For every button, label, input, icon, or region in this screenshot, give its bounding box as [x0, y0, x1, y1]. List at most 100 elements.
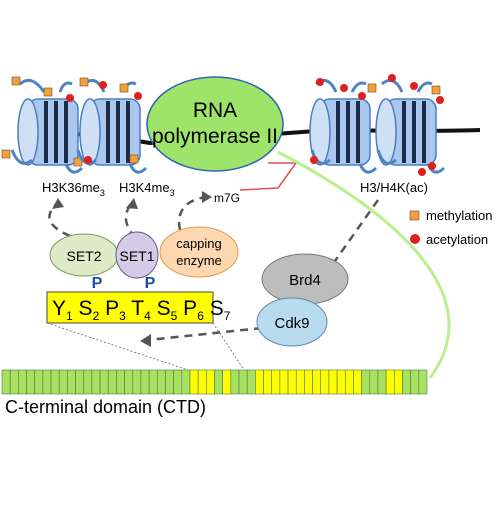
ctd-repeat-segment [295, 369, 305, 395]
brd4-label: Brd4 [289, 272, 321, 289]
acetylation-mark [99, 81, 107, 89]
heptad-repeat-box [46, 291, 214, 324]
ctd-repeat-segment [328, 369, 338, 395]
phospho-ser5-label: P [145, 275, 156, 292]
ctd-repeat-segment [75, 369, 85, 395]
ctd-repeat-segment [263, 369, 273, 395]
ctd-repeat-segment [181, 369, 191, 395]
ctd-repeat-segment [1, 369, 11, 395]
acetylation-mark [84, 156, 92, 164]
ctd-repeat-segment [255, 369, 264, 395]
rnap-label-line2: polymerase II [152, 125, 278, 148]
ctd-repeat-segment [116, 369, 125, 395]
ctd-repeat-segment [385, 369, 395, 395]
nucleosome-3 [309, 78, 378, 174]
ctd-repeat-segment [312, 369, 322, 395]
set2-label: SET2 [66, 248, 101, 264]
acetylation-mark [358, 92, 366, 100]
ctd-repeat-segment [34, 369, 44, 395]
legend-acetylation-swatch [410, 234, 420, 244]
ctd-repeat-segment [206, 369, 215, 395]
methylation-mark [43, 87, 53, 97]
ctd-repeat-segment [230, 369, 240, 395]
ctd-repeat-segment [402, 369, 411, 395]
rna-polymerase-ii [146, 76, 284, 172]
ctd-repeat-segment [148, 369, 158, 395]
acetylation-mark [428, 162, 436, 170]
ctd-repeat-segment [344, 369, 354, 395]
ctd-repeat-segment [377, 369, 387, 395]
ctd-repeat-segment [336, 369, 346, 395]
ctd-repeat-segment [107, 369, 117, 395]
rna-transcript [239, 162, 298, 191]
nucleosome-2 [76, 78, 148, 174]
ctd-repeat-segment [394, 369, 403, 395]
ctd-repeat-segment [369, 369, 379, 395]
ctd-repeat-segment [83, 369, 93, 395]
methylation-mark [129, 154, 139, 164]
ctd-repeat-segment [353, 369, 362, 395]
legend-methylation-label: methylation [426, 208, 492, 223]
ctd-repeat-segment [238, 369, 248, 395]
ctd-repeat-segment [124, 369, 134, 395]
cdk9-protein [256, 297, 328, 347]
acetylation-mark [388, 74, 396, 82]
ctd-repeat-segment [222, 369, 232, 395]
ctd-repeat-segment [214, 369, 223, 395]
ctd-repeat-segment [189, 369, 199, 395]
ctd-repeat-segment [18, 369, 27, 395]
ctd-repeat-segment [58, 369, 68, 395]
ctd-repeat-segment [246, 369, 256, 395]
methylation-mark [119, 83, 129, 93]
ctd-repeat-segment [173, 369, 183, 395]
ctd-repeat-segment [140, 369, 150, 395]
h3k4me3-label: H3K4me3 [119, 180, 175, 198]
ctd-tether [277, 150, 451, 379]
m7g-label: m7G [214, 191, 240, 205]
ctd-label: C-terminal domain (CTD) [5, 397, 206, 417]
ctd-repeat-segment [271, 369, 281, 395]
ctd-repeat-segment [132, 369, 142, 395]
ctd-repeat-segment [287, 369, 297, 395]
rnap-label-line1: RNA [193, 99, 237, 122]
ctd-repeat-segment [165, 369, 174, 395]
ctd-repeat-segment [418, 369, 428, 395]
ctd-repeat-segment [279, 369, 289, 395]
ctd-repeat-segment [99, 369, 109, 395]
methylation-mark [73, 157, 83, 167]
ctd-repeat-segment [42, 369, 52, 395]
ctd-repeat-segment [320, 369, 330, 395]
heptad-zoom-lines [46, 322, 245, 371]
capping-to-m7g-arrow [177, 195, 207, 231]
acetylation-mark [310, 156, 318, 164]
methylation-mark [367, 83, 377, 93]
acetylation-mark [316, 78, 324, 86]
h3h4kac-label: H3/H4K(ac) [360, 180, 428, 195]
ctd-repeat-segment [50, 369, 60, 395]
capping-label-line1: capping [176, 236, 222, 251]
legend-acetylation-label: acetylation [426, 232, 488, 247]
acetylation-mark [410, 82, 418, 90]
set1-label: SET1 [119, 248, 154, 264]
nucleosome-1 [10, 78, 84, 174]
methylation-mark [79, 77, 89, 87]
ctd-repeat-segment [91, 369, 101, 395]
ctd-repeat-segment [9, 369, 19, 395]
set1-enzyme [115, 231, 159, 279]
methylation-mark [11, 76, 21, 86]
ctd-repeat-segment [304, 369, 313, 395]
acetylation-mark [134, 92, 142, 100]
ctd-repeat-segment [156, 369, 166, 395]
cdk9-to-ctd-arrow [147, 326, 263, 342]
ctd-repeat-segment [410, 369, 420, 395]
acetylation-mark [436, 96, 444, 104]
heptad-sequence: Y1 S2 P3 T4 S5 P6 S7 [52, 297, 231, 325]
cdk9-label: Cdk9 [274, 315, 309, 332]
methylation-mark [1, 149, 11, 159]
ctd-repeat-segment [67, 369, 76, 395]
ctd-repeat-segment [197, 369, 207, 395]
h3k36me3-label: H3K36me3 [42, 180, 105, 198]
ctd-repeat-segment [26, 369, 35, 395]
legend-methylation-swatch [409, 210, 420, 221]
